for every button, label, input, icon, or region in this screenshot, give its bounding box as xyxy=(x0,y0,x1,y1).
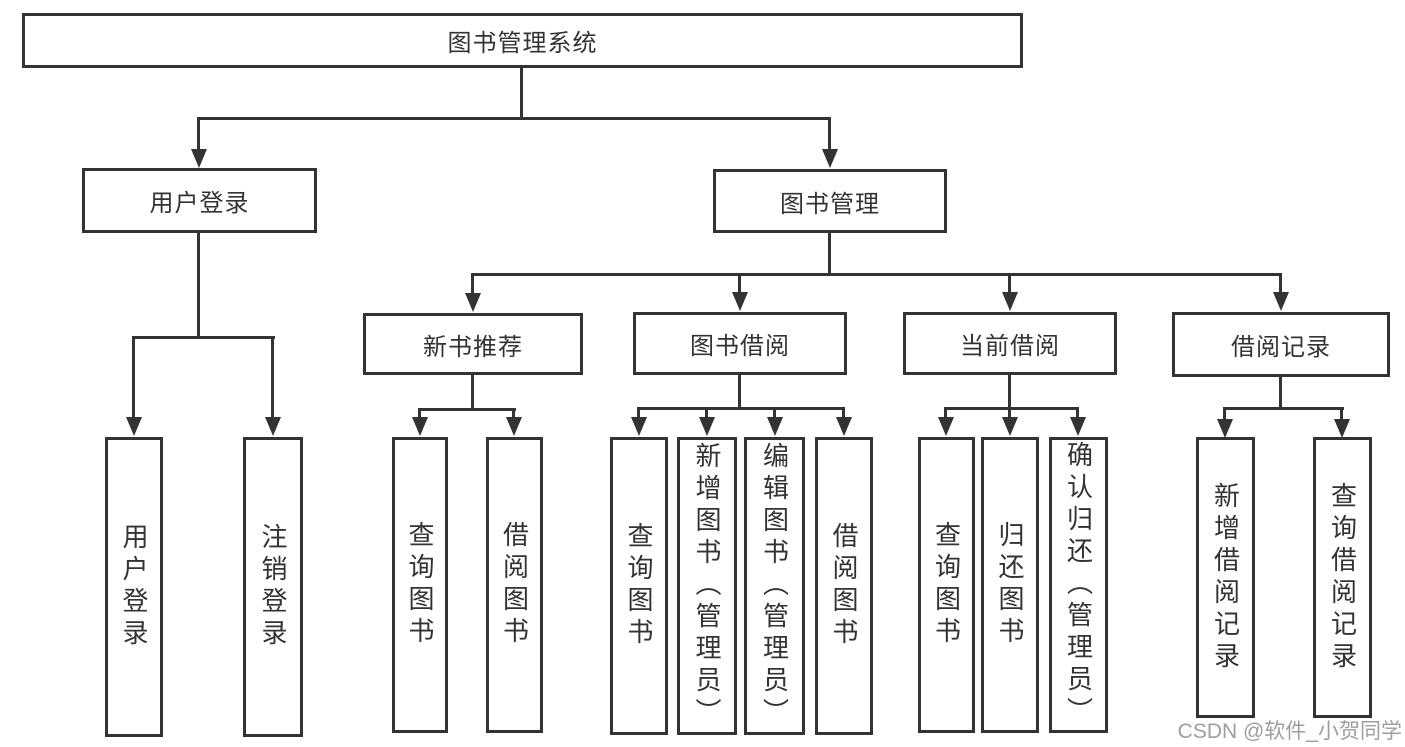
connector-line xyxy=(471,273,474,294)
connector-line xyxy=(1008,375,1011,408)
connector-line xyxy=(512,408,515,418)
connector-line xyxy=(419,408,516,411)
arrow-down-icon xyxy=(506,417,522,436)
leaf-return-books: 归还图书 xyxy=(981,437,1039,733)
node-label: 用户登录 xyxy=(149,190,250,217)
arrow-down-icon xyxy=(1002,292,1018,311)
node-label: 借阅图书 xyxy=(829,522,859,650)
connector-line xyxy=(418,408,421,418)
connector-line xyxy=(828,233,831,275)
arrow-down-icon xyxy=(767,417,783,436)
connector-line xyxy=(471,375,474,409)
node-label: 图书管理系统 xyxy=(447,30,598,57)
connector-line xyxy=(637,407,640,418)
arrow-down-icon xyxy=(1002,417,1018,436)
arrow-down-icon xyxy=(699,417,715,436)
node-label: 注销登录 xyxy=(258,523,288,651)
connector-line xyxy=(1076,407,1079,418)
node-label: 查询图书 xyxy=(624,522,654,650)
arrow-down-icon xyxy=(938,417,954,436)
arrow-down-icon xyxy=(126,417,142,436)
connector-line xyxy=(1224,407,1344,410)
arrow-down-icon xyxy=(412,417,428,436)
leaf-query-books-3: 查询图书 xyxy=(918,437,975,733)
node-label: 新增图书（管理员） xyxy=(692,442,722,730)
connector-line xyxy=(773,407,776,418)
leaf-add-borrow-record: 新增借阅记录 xyxy=(1196,437,1255,718)
arrow-down-icon xyxy=(1273,292,1289,311)
leaf-logout: 注销登录 xyxy=(243,437,303,737)
connector-line xyxy=(1279,377,1282,408)
connector-line xyxy=(1008,407,1011,418)
leaf-edit-books-admin: 编辑图书（管理员） xyxy=(744,437,805,735)
node-label: 图书借阅 xyxy=(690,333,790,360)
connector-line xyxy=(1340,407,1343,420)
arrow-down-icon xyxy=(191,149,207,168)
leaf-confirm-return-admin: 确认归还（管理员） xyxy=(1049,437,1108,733)
node-label: 查询借阅记录 xyxy=(1327,481,1358,674)
node-library-management-system: 图书管理系统 xyxy=(22,13,1023,68)
leaf-add-books-admin: 新增图书（管理员） xyxy=(677,437,737,735)
node-label: 用户登录 xyxy=(119,523,149,651)
arrow-down-icon xyxy=(465,293,481,312)
connector-line xyxy=(520,68,523,118)
arrow-down-icon xyxy=(1334,419,1350,438)
node-label: 确认归还（管理员） xyxy=(1063,441,1094,729)
connector-line xyxy=(842,407,845,418)
arrow-down-icon xyxy=(631,417,647,436)
connector-line xyxy=(1223,407,1226,420)
node-label: 查询图书 xyxy=(931,521,962,649)
node-current-borrowing: 当前借阅 xyxy=(903,312,1117,375)
connector-line xyxy=(472,273,1282,276)
node-label: 借阅图书 xyxy=(499,521,530,649)
node-label: 编辑图书（管理员） xyxy=(759,442,790,730)
node-book-borrowing: 图书借阅 xyxy=(633,312,847,375)
connector-line xyxy=(945,407,1079,410)
connector-line xyxy=(1008,273,1011,293)
connector-line xyxy=(944,407,947,418)
leaf-borrow-books-2: 借阅图书 xyxy=(815,437,873,735)
node-new-book-recommend: 新书推荐 xyxy=(363,313,583,375)
connector-line xyxy=(198,117,831,120)
node-borrowing-records: 借阅记录 xyxy=(1172,312,1390,377)
node-label: 新书推荐 xyxy=(423,333,523,361)
arrow-down-icon xyxy=(836,417,852,436)
connector-line xyxy=(132,336,135,418)
node-label: 查询图书 xyxy=(405,521,435,649)
node-label: 当前借阅 xyxy=(960,333,1060,360)
node-label: 新增借阅记录 xyxy=(1210,481,1241,674)
connector-line xyxy=(738,273,741,293)
arrow-down-icon xyxy=(1070,417,1086,436)
connector-line xyxy=(197,117,200,150)
connector-line xyxy=(271,336,274,418)
connector-line xyxy=(638,407,845,410)
connector-line xyxy=(828,117,831,150)
connector-line xyxy=(738,375,741,408)
node-book-management: 图书管理 xyxy=(713,169,947,233)
arrow-down-icon xyxy=(1217,419,1233,438)
leaf-query-books-1: 查询图书 xyxy=(392,437,448,733)
connector-line xyxy=(1279,273,1282,293)
leaf-query-books-2: 查询图书 xyxy=(610,437,668,735)
csdn-watermark: CSDN @软件_小贺同学 xyxy=(1177,720,1402,743)
connector-line xyxy=(197,233,200,338)
leaf-borrow-books-1: 借阅图书 xyxy=(486,437,543,733)
arrow-down-icon xyxy=(732,292,748,311)
node-label: 图书管理 xyxy=(780,190,880,218)
leaf-user-login: 用户登录 xyxy=(105,437,163,737)
leaf-query-borrow-record: 查询借阅记录 xyxy=(1313,437,1372,718)
arrow-down-icon xyxy=(822,149,838,168)
node-user-login: 用户登录 xyxy=(82,168,317,233)
node-label: 归还图书 xyxy=(995,521,1025,649)
arrow-down-icon xyxy=(265,417,281,436)
node-label: 借阅记录 xyxy=(1231,334,1331,361)
connector-line xyxy=(705,407,708,418)
connector-line xyxy=(133,336,275,339)
